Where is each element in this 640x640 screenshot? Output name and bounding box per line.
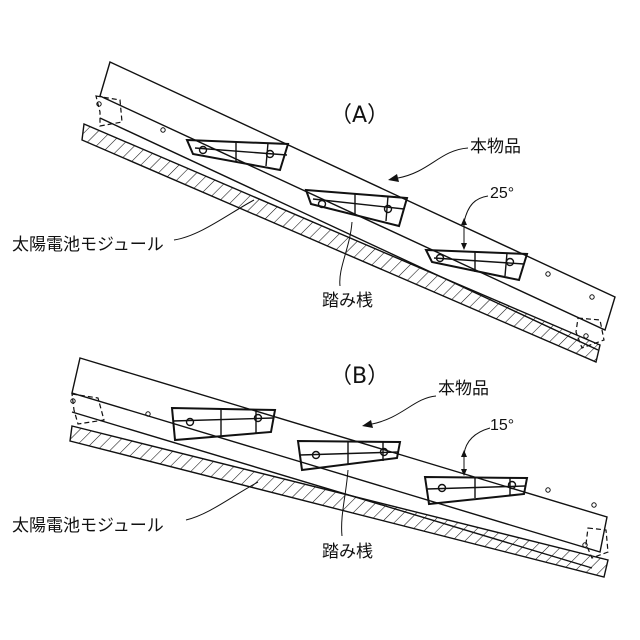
leader-product-a xyxy=(398,148,468,178)
bolt-b-3 xyxy=(546,488,550,492)
module-label-b: 太陽電池モジュール xyxy=(12,516,164,536)
angle-label-a: 25° xyxy=(490,185,514,202)
bolt-a-2 xyxy=(161,128,165,132)
step-label-b: 踏み桟 xyxy=(322,542,373,562)
figure-a: （A） 本物品 25° 太陽電池モジュール 踏み桟 xyxy=(12,62,615,362)
bolt-b-4 xyxy=(592,503,596,507)
bolt-a-3 xyxy=(546,272,550,276)
leader-product-b xyxy=(372,396,436,424)
step-a-3 xyxy=(426,250,527,280)
angle-indicator-a xyxy=(461,196,488,250)
step-b-3 xyxy=(425,477,527,504)
leader-module-b xyxy=(186,482,258,520)
angle-label-b: 15° xyxy=(490,417,514,434)
module-label-a: 太陽電池モジュール xyxy=(12,235,164,255)
bolt-b-5 xyxy=(583,543,587,547)
step-label-a: 踏み桟 xyxy=(322,291,373,311)
figure-label-b: （B） xyxy=(330,364,389,389)
angle-indicator-b xyxy=(461,428,490,476)
figure-label-a: （A） xyxy=(330,103,389,128)
end-bracket-right-b xyxy=(586,528,608,558)
product-label-a: 本物品 xyxy=(470,137,521,157)
bolt-a-5 xyxy=(584,334,588,338)
bolt-a-4 xyxy=(590,295,594,299)
figure-b: （B） 本物品 15° 太陽電池モジュール 踏み桟 xyxy=(12,358,608,577)
product-label-b: 本物品 xyxy=(438,379,489,399)
